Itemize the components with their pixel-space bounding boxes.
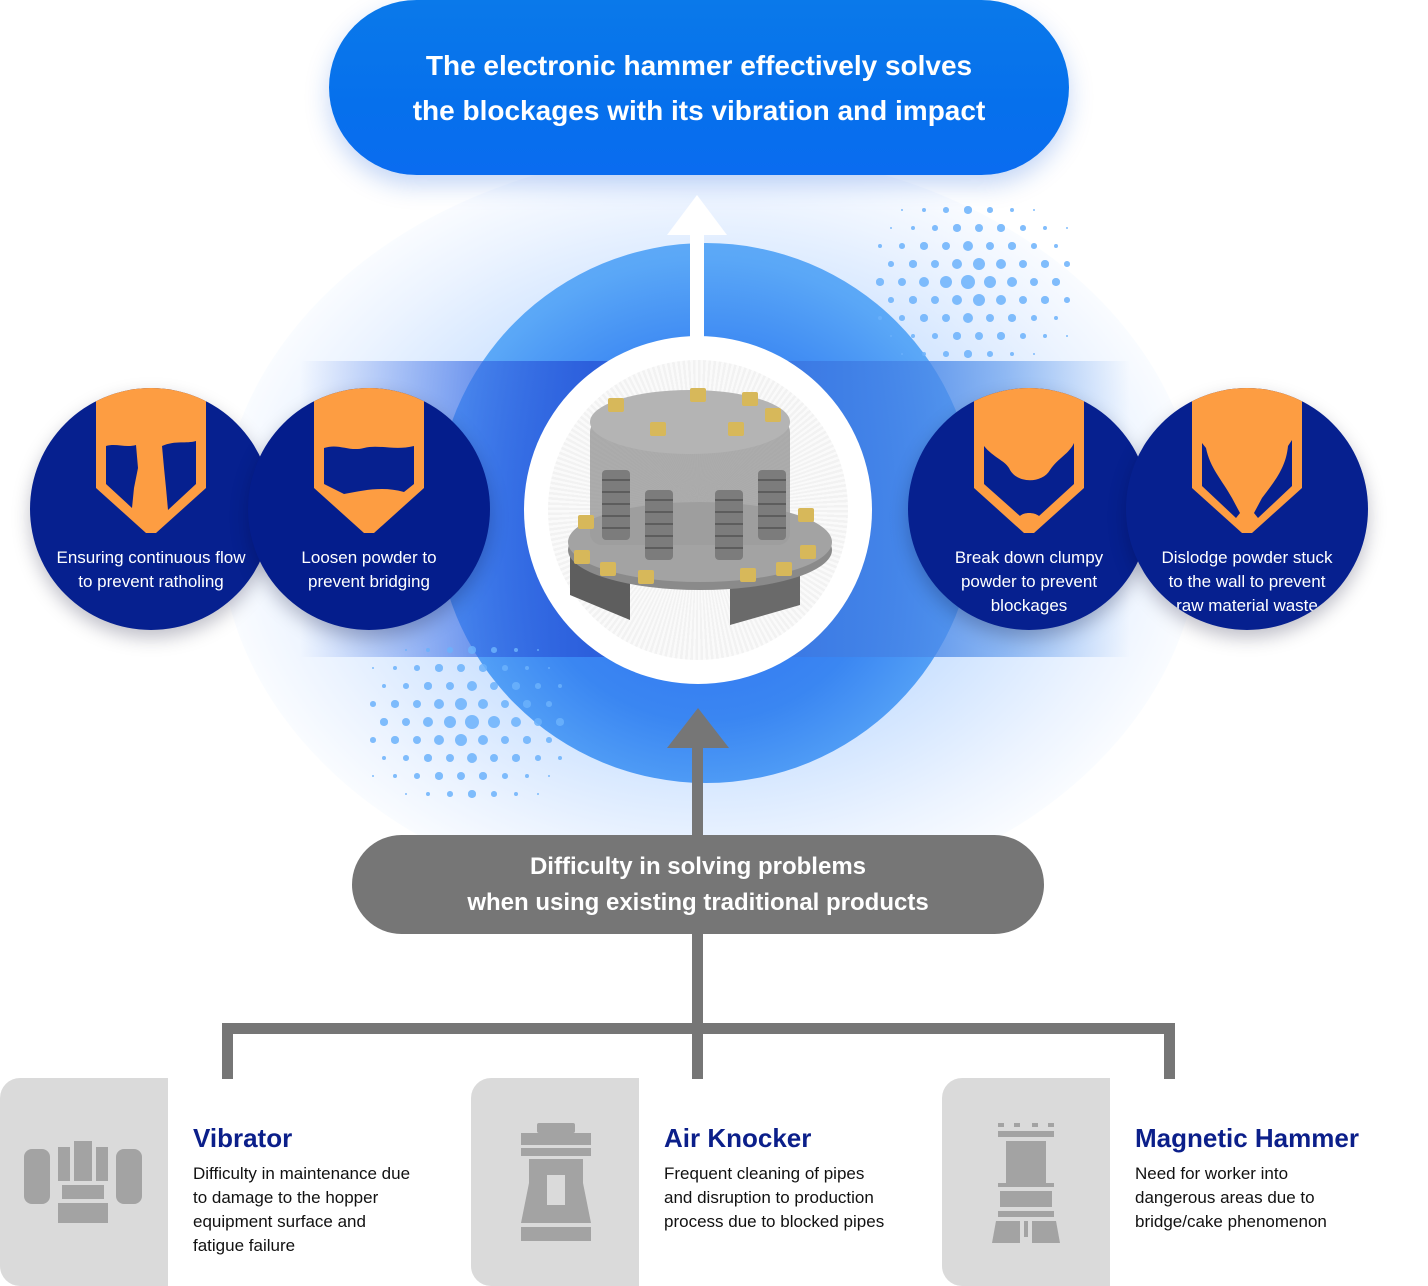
desc-line: Difficulty in maintenance due [193,1164,411,1183]
halftone-dot [1054,244,1058,248]
product-title: Vibrator [193,1123,293,1153]
desc-line: process due to blocked pipes [664,1212,885,1231]
benefit-bridging: Loosen powder to prevent bridging [248,388,490,630]
product-description: Difficulty in maintenance due to damage … [193,1162,453,1258]
problem-pill: Difficulty in solving problems when usin… [352,835,1044,934]
halftone-dot [1032,208,1036,212]
magnetic-hammer-icon [992,1123,1060,1243]
hopper-bridging-icon [314,388,424,533]
hopper-clumping-icon [974,388,1084,533]
product-title: Air Knocker [664,1123,812,1153]
hopper-wall-buildup-icon [1192,388,1302,533]
benefit-text-line: raw material waste [1176,596,1318,615]
desc-line: and disruption to production [664,1188,874,1207]
desc-line: bridge/cake phenomenon [1135,1212,1327,1231]
product-description: Frequent cleaning of pipes and disruptio… [664,1162,924,1234]
halftone-dot [1020,225,1026,231]
product-icon-box [0,1078,168,1286]
headline-line-1: The electronic hammer effectively solves [425,49,973,81]
arrow-shaft [692,745,703,840]
benefit-wall-buildup: Dislodge powder stuck to the wall to pre… [1126,388,1368,630]
arrow-up-icon [667,708,729,748]
desc-line: equipment surface and [193,1212,366,1231]
connector-branch-right [1164,1023,1175,1079]
desc-line: to damage to the hopper [193,1188,379,1207]
halftone-dot [1043,226,1047,230]
arrow-shaft [690,232,704,342]
benefit-text-line: to prevent ratholing [78,572,224,591]
product-title: Magnetic Hammer [1135,1123,1359,1153]
benefit-text-line: Break down clumpy [954,548,1104,567]
halftone-dot [1010,208,1014,212]
hopper-ratholing-icon [96,388,206,533]
desc-line: Frequent cleaning of pipes [664,1164,865,1183]
benefit-text-line: to the wall to prevent [1168,572,1326,591]
product-icon-box [942,1078,1110,1286]
halftone-dot [1064,261,1070,267]
connector-branch-left [222,1023,233,1079]
benefit-text-line: Dislodge powder stuck [1161,548,1333,567]
product-icon-box [471,1078,639,1286]
benefit-text-line: powder to prevent [960,572,1098,591]
vibrator-icon [24,1141,142,1223]
benefit-text-line: prevent bridging [308,572,430,591]
electronic-hammer-product-image [568,388,832,625]
halftone-dot [1065,226,1069,230]
connector-trunk [692,934,703,1079]
halftone-dot [987,207,993,213]
desc-line: Need for worker into [1135,1164,1289,1183]
connector-crossbar [222,1023,1175,1034]
desc-line: dangerous areas due to [1135,1188,1315,1207]
problem-line-1: Difficulty in solving problems [529,852,867,880]
benefit-text-line: Ensuring continuous flow [56,548,246,567]
benefit-clumping: Break down clumpy powder to prevent bloc… [908,388,1150,630]
headline-line-2: the blockages with its vibration and imp… [412,94,986,126]
solution-headline-pill: The electronic hammer effectively solves… [329,0,1069,175]
benefit-text-line: blockages [990,596,1068,615]
desc-line: fatigue failure [193,1236,296,1255]
benefit-text-line: Loosen powder to [301,548,437,567]
benefit-ratholing: Ensuring continuous flow to prevent rath… [30,388,272,630]
product-card-air-knocker: Air Knocker Frequent cleaning of pipes a… [471,1070,941,1286]
problem-line-2: when using existing traditional products [467,888,929,916]
air-knocker-icon [521,1123,591,1241]
product-card-magnetic-hammer: Magnetic Hammer Need for worker into dan… [942,1070,1412,1286]
arrow-up-icon [667,195,727,235]
product-card-vibrator: Vibrator Difficulty in maintenance due t… [0,1070,470,1286]
product-description: Need for worker into dangerous areas due… [1135,1162,1395,1234]
